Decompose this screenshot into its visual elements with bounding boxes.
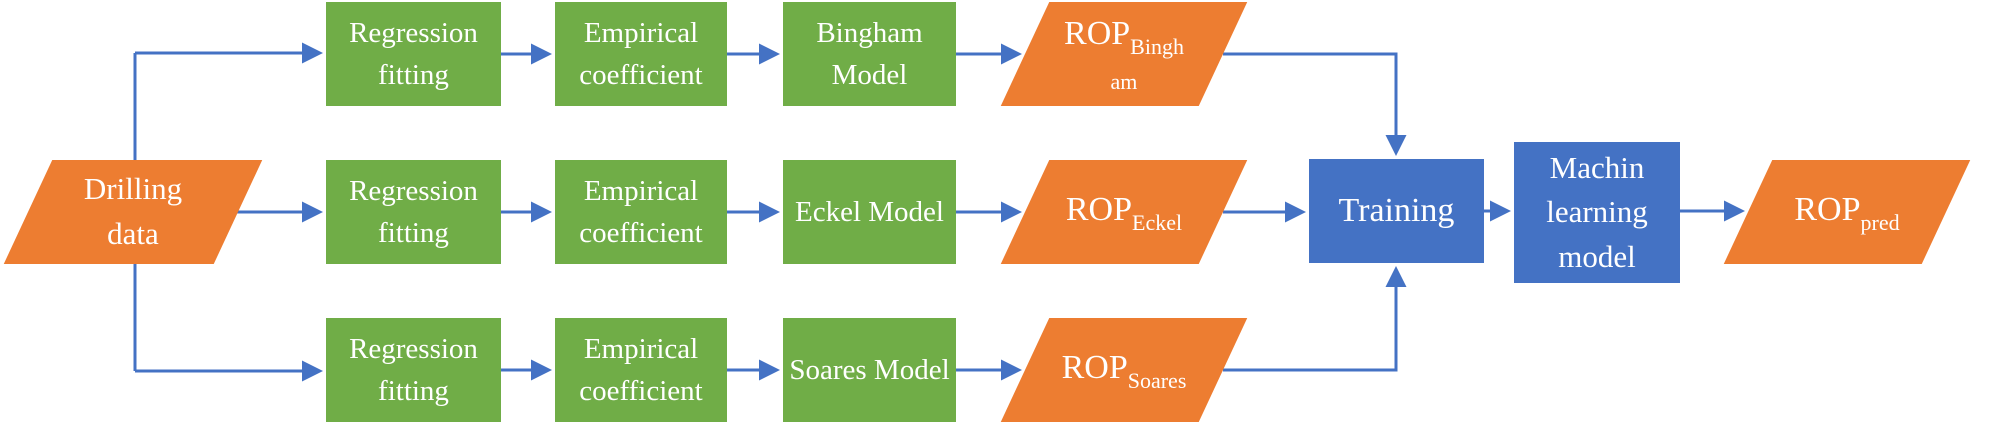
drilling-data-label: Drilling data — [83, 171, 183, 251]
rop-pred-node: ROPpred — [1748, 160, 1946, 264]
rop-soares-node: ROPSoares — [1025, 318, 1223, 422]
rop-bingham-node: ROPBingh am — [1025, 2, 1223, 106]
drilling-data-node: Drilling data — [28, 160, 238, 264]
regression-fitting-box-row3: Regression fitting — [326, 318, 501, 422]
soares-model-box: Soares Model — [783, 318, 956, 422]
empirical-coefficient-box-row3: Empirical coefficient — [555, 318, 727, 422]
training-box: Training — [1309, 159, 1484, 263]
training-label: Training — [1338, 192, 1455, 230]
regression-fitting-label-row2: Regression fitting — [349, 174, 478, 249]
rop-eckel-label: ROPEckel — [1065, 190, 1183, 235]
regression-fitting-label-row3: Regression fitting — [349, 332, 478, 407]
rop-bingham-label: ROPBingh am — [1064, 14, 1184, 95]
regression-fitting-label-row1: Regression fitting — [349, 16, 478, 91]
rop-eckel-node: ROPEckel — [1025, 160, 1223, 264]
regression-fitting-box-row2: Regression fitting — [326, 160, 501, 264]
eckel-model-label: Eckel Model — [795, 195, 944, 228]
bingham-model-label: Bingham Model — [816, 16, 923, 91]
arrow-rop-soares-training — [1223, 266, 1407, 372]
regression-fitting-box-row1: Regression fitting — [326, 2, 501, 106]
soares-model-label: Soares Model — [789, 353, 950, 386]
empirical-coefficient-label-row1: Empirical coefficient — [579, 16, 703, 91]
empirical-coefficient-box-row2: Empirical coefficient — [555, 160, 727, 264]
arrow-rop-bingham-training — [1223, 52, 1407, 156]
bingham-model-box: Bingham Model — [783, 2, 956, 106]
rop-pred-label: ROPpred — [1794, 190, 1900, 235]
eckel-model-box: Eckel Model — [783, 160, 956, 264]
machine-learning-model-label: Machin learning model — [1546, 150, 1648, 274]
empirical-coefficient-box-row1: Empirical coefficient — [555, 2, 727, 106]
rop-soares-label: ROPSoares — [1061, 348, 1187, 393]
empirical-coefficient-label-row3: Empirical coefficient — [579, 332, 703, 407]
machine-learning-model-box: Machin learning model — [1514, 142, 1680, 283]
empirical-coefficient-label-row2: Empirical coefficient — [579, 174, 703, 249]
